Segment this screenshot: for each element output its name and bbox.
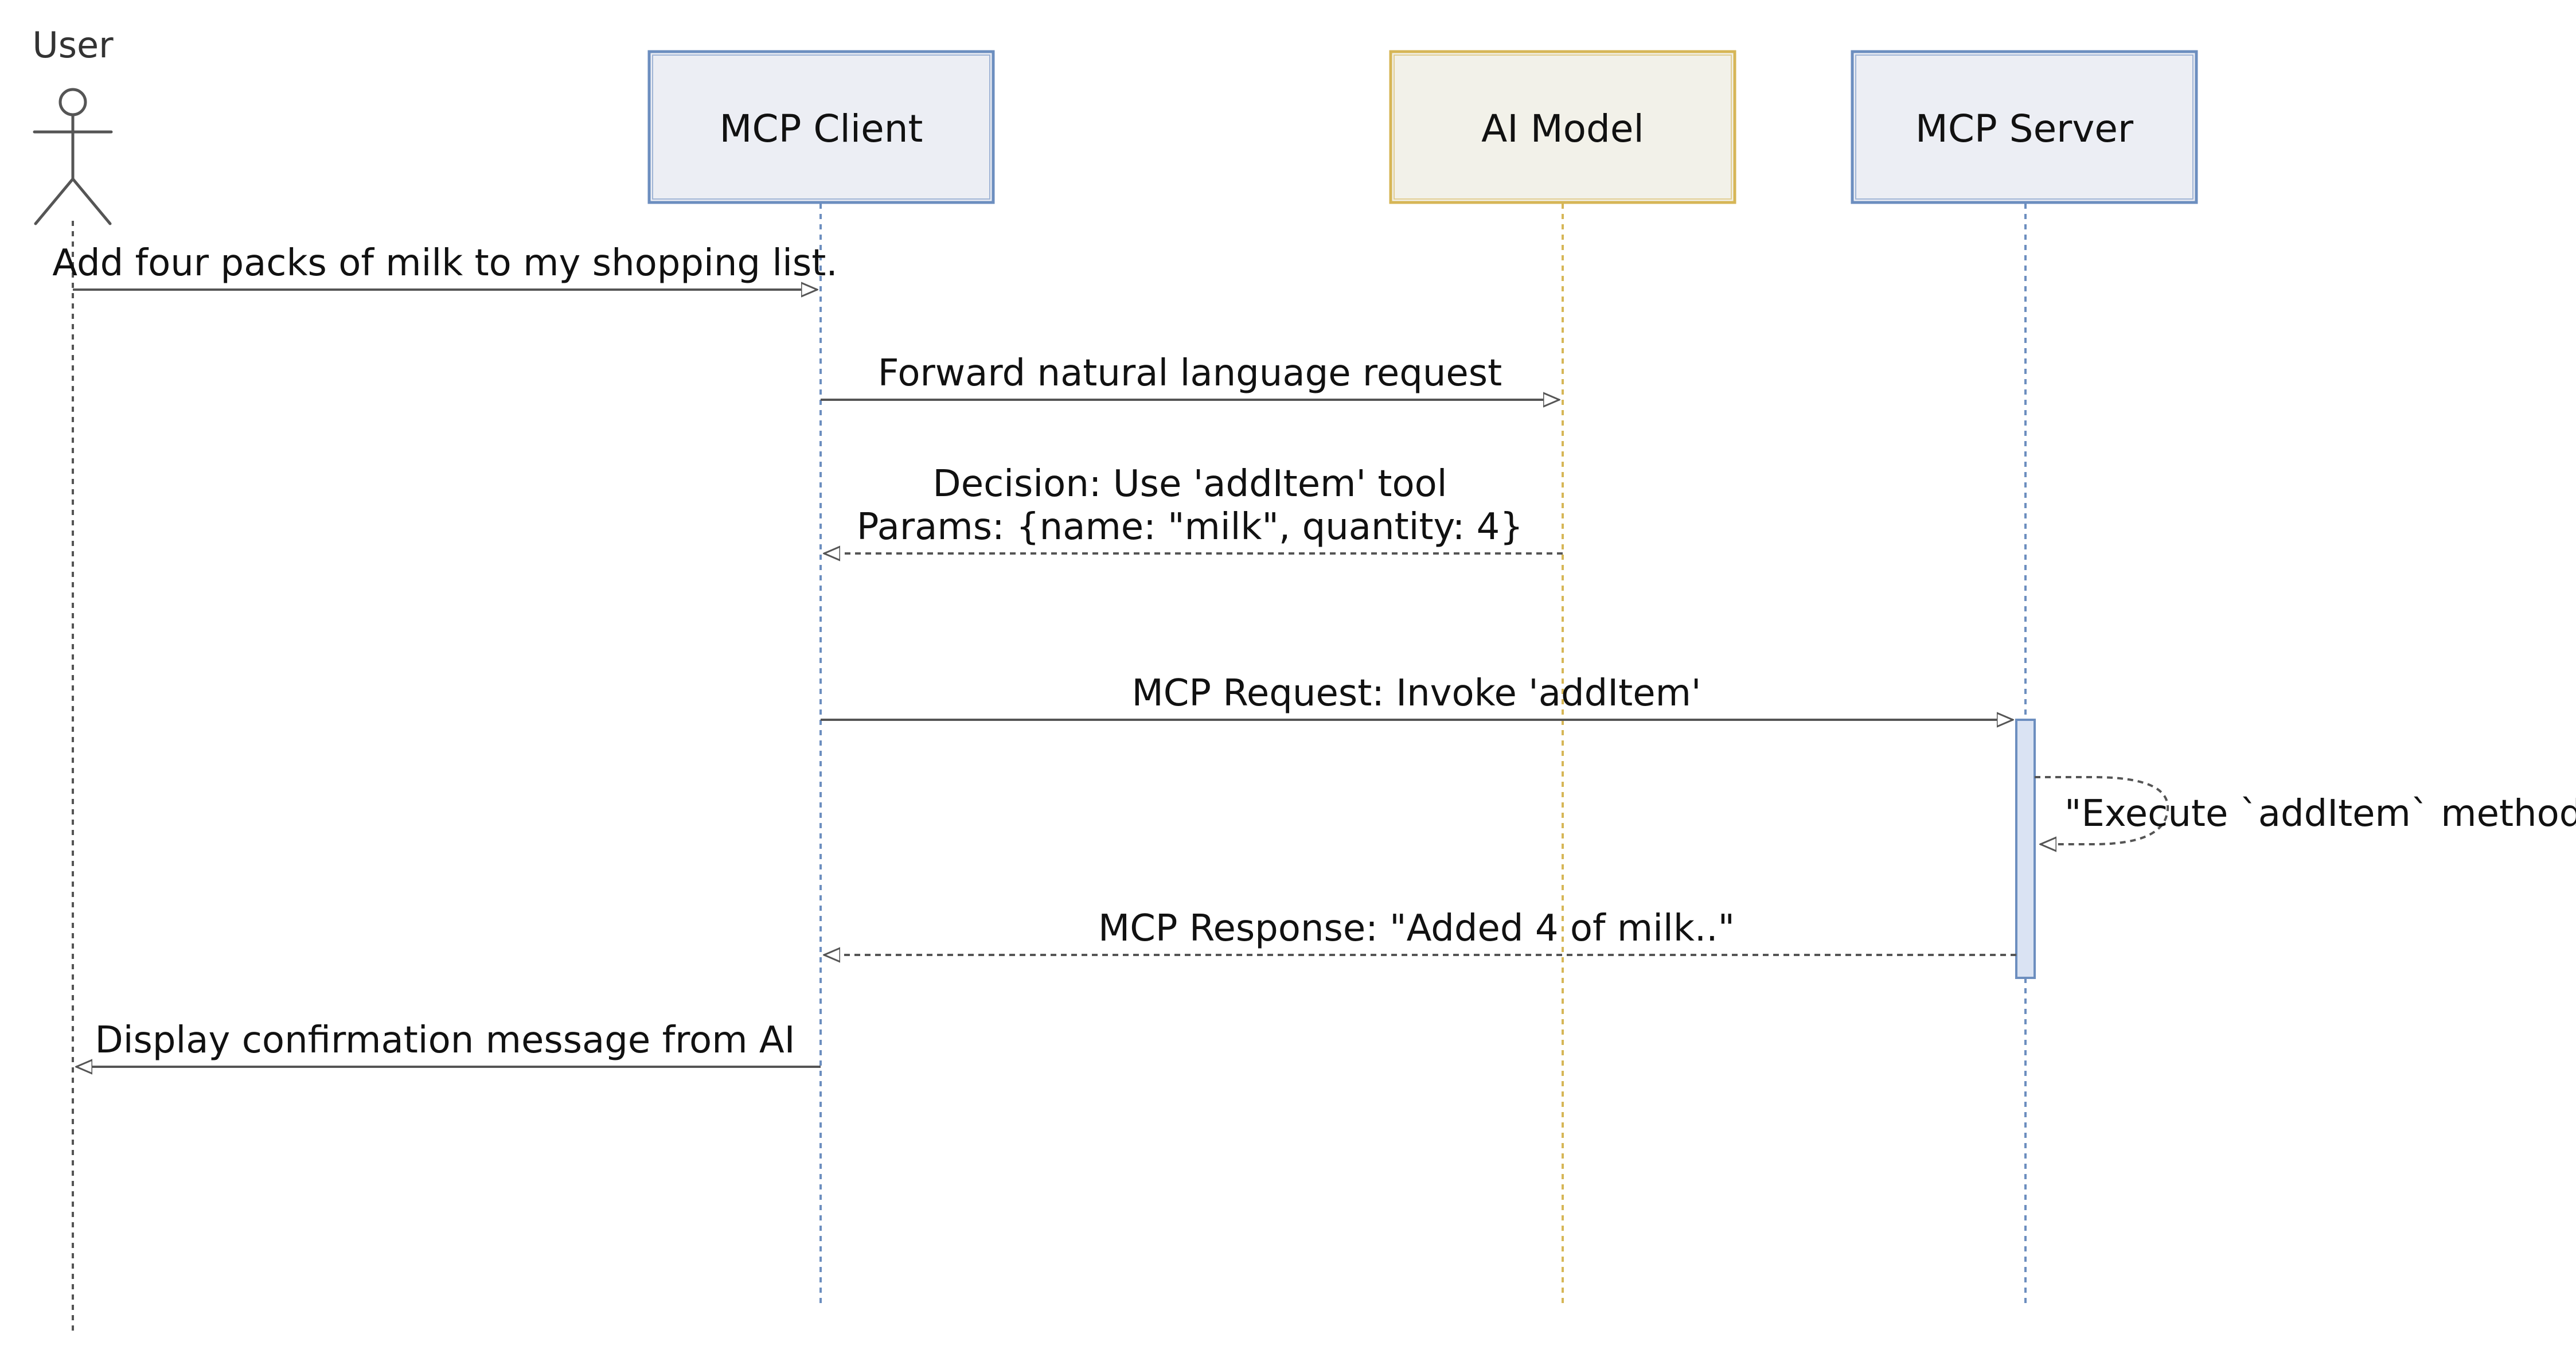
ai-model-participant: AI Model: [1389, 50, 1736, 204]
message-mcp-request-label: MCP Request: Invoke 'addItem': [1131, 672, 1701, 715]
message-forward-request: Forward natural language request: [821, 352, 1559, 400]
message-display-confirmation: Display confirmation message from AI: [76, 1019, 821, 1067]
message-mcp-response: MCP Response: "Added 4 of milk..": [824, 907, 2016, 955]
mcp-client-participant: MCP Client: [647, 50, 995, 204]
message-display-confirmation-label: Display confirmation message from AI: [95, 1019, 795, 1062]
message-decision-line2: Params: {name: "milk", quantity: 4}: [857, 506, 1523, 548]
message-mcp-request: MCP Request: Invoke 'addItem': [821, 672, 2013, 720]
message-mcp-response-label: MCP Response: "Added 4 of milk..": [1098, 907, 1735, 950]
message-decision: Decision: Use 'addItem' tool Params: {na…: [824, 463, 1563, 553]
ai-model-label: AI Model: [1481, 107, 1644, 151]
message-add-milk-label: Add four packs of milk to my shopping li…: [52, 242, 837, 284]
mcp-server-label: MCP Server: [1915, 107, 2134, 151]
message-add-milk: Add four packs of milk to my shopping li…: [52, 242, 838, 290]
stick-figure-icon: [33, 88, 113, 225]
ai-model-box: [1389, 50, 1736, 204]
mcp-client-box: [647, 50, 995, 204]
mcp-server-box: [1851, 50, 2198, 204]
message-execute-self: "Execute `addItem` method: [2035, 776, 2576, 844]
server-activation-bar: [2015, 719, 2036, 979]
user-label: User: [32, 24, 114, 66]
mcp-client-label: MCP Client: [720, 107, 923, 151]
mcp-server-participant: MCP Server: [1851, 50, 2198, 204]
message-forward-request-label: Forward natural language request: [878, 352, 1502, 395]
message-execute-label: "Execute `addItem` method: [2064, 793, 2576, 835]
message-decision-line1: Decision: Use 'addItem' tool: [932, 463, 1447, 505]
user-actor: User: [32, 24, 114, 225]
